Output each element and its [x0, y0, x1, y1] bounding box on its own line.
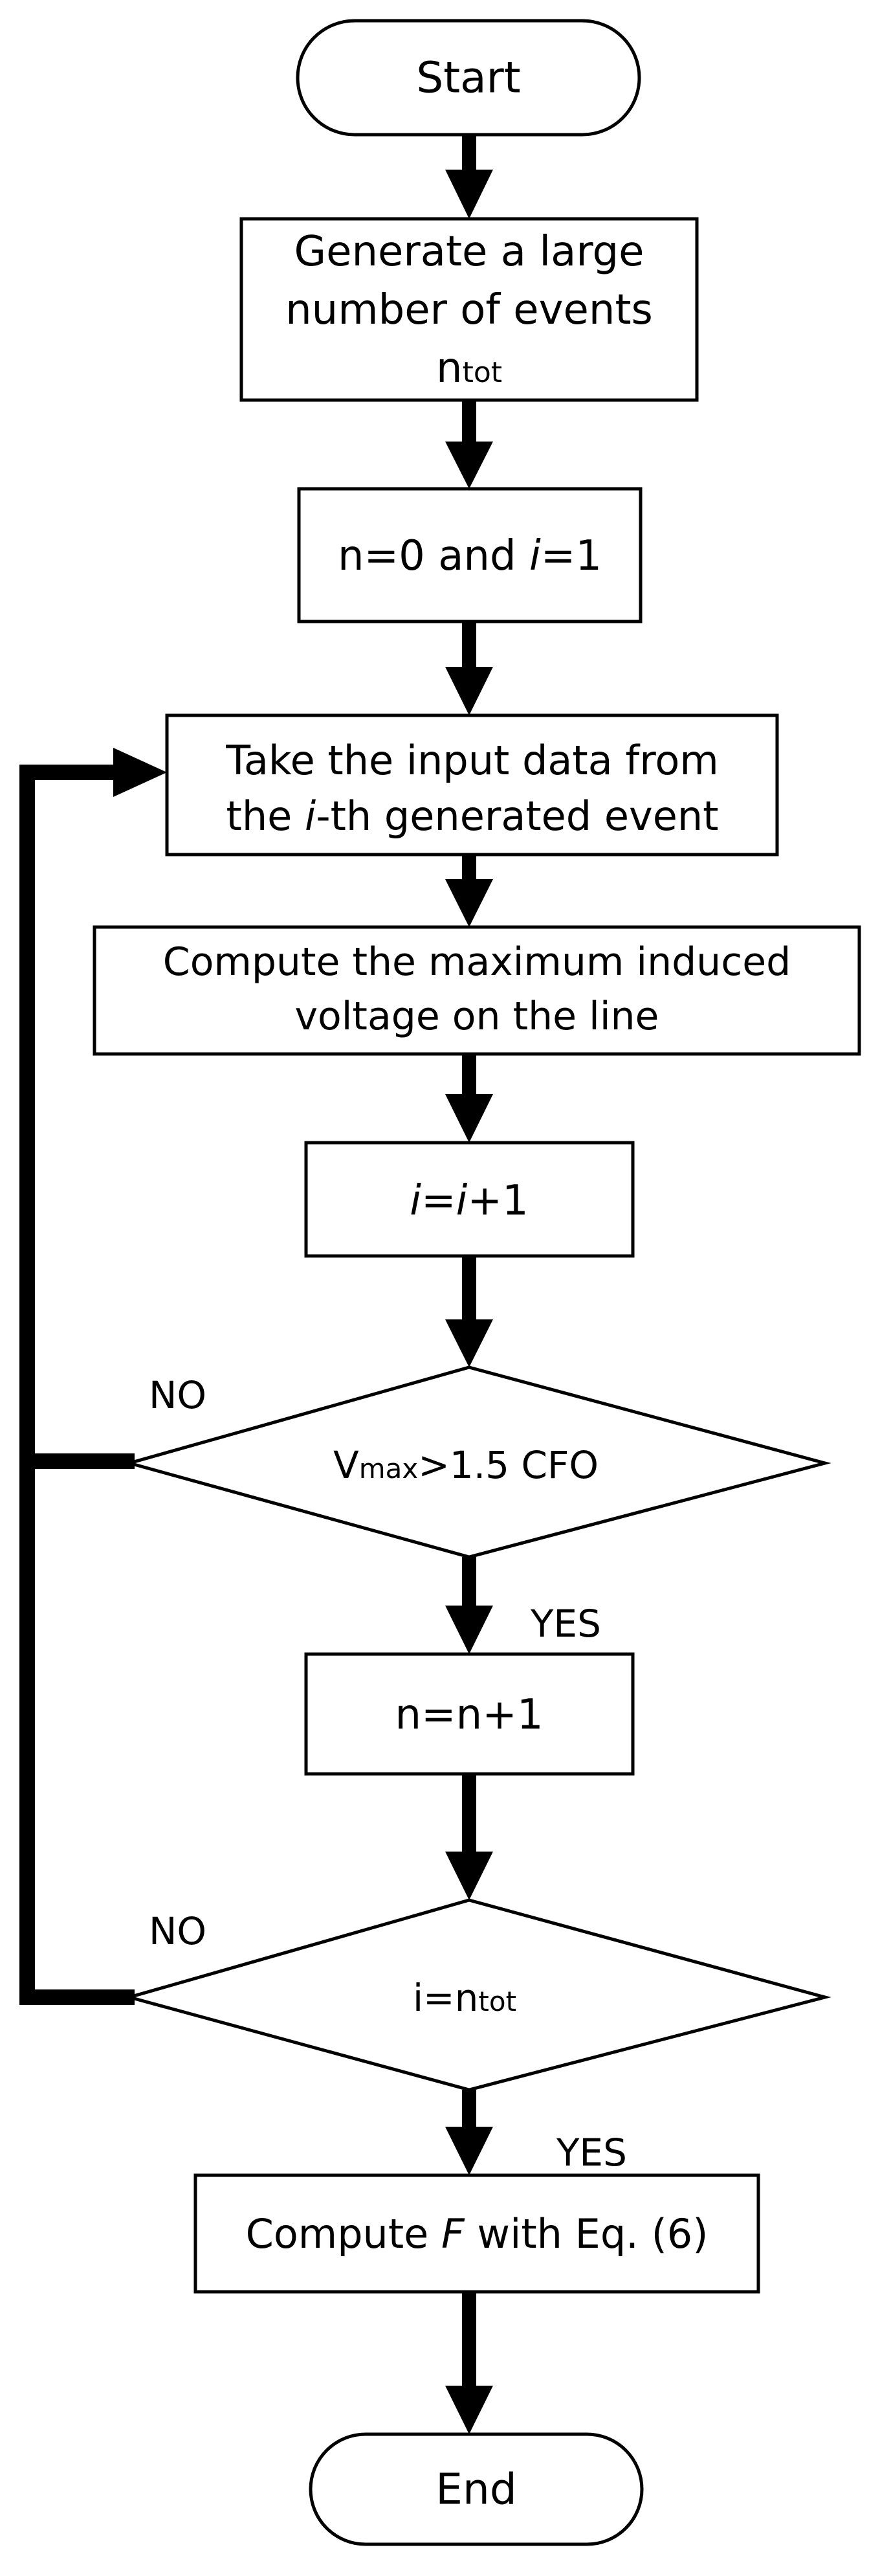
- check-voltage-label: Vmax>1.5 CFO: [333, 1443, 599, 1487]
- take-input-line1: Take the input data from: [225, 737, 718, 784]
- generate-var-sub: tot: [463, 356, 502, 389]
- loop-arrowhead: [113, 748, 167, 797]
- start-terminal: Start: [296, 19, 641, 137]
- check-voltage-tail: >1.5 CFO: [418, 1443, 599, 1487]
- increment-n-box: n=n+1: [304, 1652, 635, 1776]
- end-terminal: End: [309, 2432, 644, 2546]
- check-voltage-yes-label: YES: [530, 1602, 601, 1646]
- compute-voltage-line1: Compute the maximum induced: [163, 939, 791, 985]
- init-label-b: =1: [541, 532, 602, 580]
- increment-i-box: i=i+1: [304, 1141, 635, 1258]
- compute-f-label: Compute F with Eq. (6): [246, 2210, 709, 2257]
- arrow-take-input-to-compute-voltage: [445, 855, 493, 927]
- check-i-decision: i=ntot: [123, 1898, 831, 2092]
- compute-f-box: Compute F with Eq. (6): [193, 2173, 760, 2294]
- take-input-line2-b: -th generated event: [316, 792, 718, 840]
- init-box: n=0 and i=1: [297, 487, 643, 623]
- increment-i-i2: i: [456, 1177, 468, 1225]
- arrow-start-to-generate: [445, 135, 493, 219]
- check-i-no-label: NO: [149, 1909, 206, 1953]
- check-voltage-sub: max: [359, 1453, 419, 1484]
- generate-var-main: n: [436, 344, 463, 392]
- arrow-check-voltage-to-increment-n: [445, 1557, 493, 1654]
- take-input-line2-a: the: [226, 792, 305, 840]
- arrow-init-to-take-input: [445, 622, 493, 715]
- compute-f-a: Compute: [246, 2210, 441, 2257]
- compute-voltage-box: Compute the maximum induced voltage on t…: [93, 925, 861, 1056]
- increment-i-i1: i: [410, 1177, 421, 1225]
- take-input-line2: the i-th generated event: [226, 792, 719, 840]
- end-label: End: [435, 2465, 516, 2514]
- check-i-label: i=ntot: [413, 1976, 516, 2020]
- compute-f-f: F: [441, 2210, 465, 2257]
- check-voltage-no-label: NO: [149, 1373, 206, 1417]
- take-input-box: Take the input data from the i-th genera…: [165, 713, 779, 857]
- generate-line2: number of events: [285, 286, 653, 334]
- check-voltage-main: V: [333, 1443, 359, 1487]
- arrow-increment-n-to-check-i: [445, 1774, 493, 1900]
- start-label: Start: [416, 53, 520, 103]
- generate-var: ntot: [436, 344, 502, 392]
- arrow-generate-to-init: [445, 400, 493, 489]
- arrow-check-i-to-compute-f: [445, 2090, 493, 2175]
- generate-line1: Generate a large: [294, 228, 644, 276]
- init-label-i: i: [529, 532, 541, 580]
- init-label: n=0 and i=1: [338, 532, 602, 580]
- increment-i-tail: +1: [467, 1177, 528, 1225]
- generate-events-box: Generate a large number of events ntot: [239, 217, 699, 402]
- loop-back-connector: [19, 748, 167, 2005]
- arrow-increment-i-to-check-voltage: [445, 1256, 493, 1367]
- arrow-compute-voltage-to-increment-i: [445, 1054, 493, 1143]
- increment-n-label: n=n+1: [395, 1691, 543, 1739]
- check-i-head: i=n: [413, 1976, 478, 2020]
- check-i-sub: tot: [478, 1986, 516, 2017]
- increment-i-eq: =: [421, 1177, 456, 1225]
- connectors: [445, 135, 493, 2434]
- compute-voltage-line2: voltage on the line: [295, 994, 659, 1039]
- increment-i-label: i=i+1: [410, 1177, 529, 1225]
- take-input-line2-i: i: [305, 792, 316, 840]
- check-voltage-decision: Vmax>1.5 CFO: [123, 1365, 831, 1559]
- compute-f-b: with Eq. (6): [465, 2210, 709, 2257]
- arrow-compute-f-to-end: [445, 2292, 493, 2434]
- init-label-a: n=0 and: [338, 532, 529, 580]
- check-i-yes-label: YES: [556, 2131, 627, 2175]
